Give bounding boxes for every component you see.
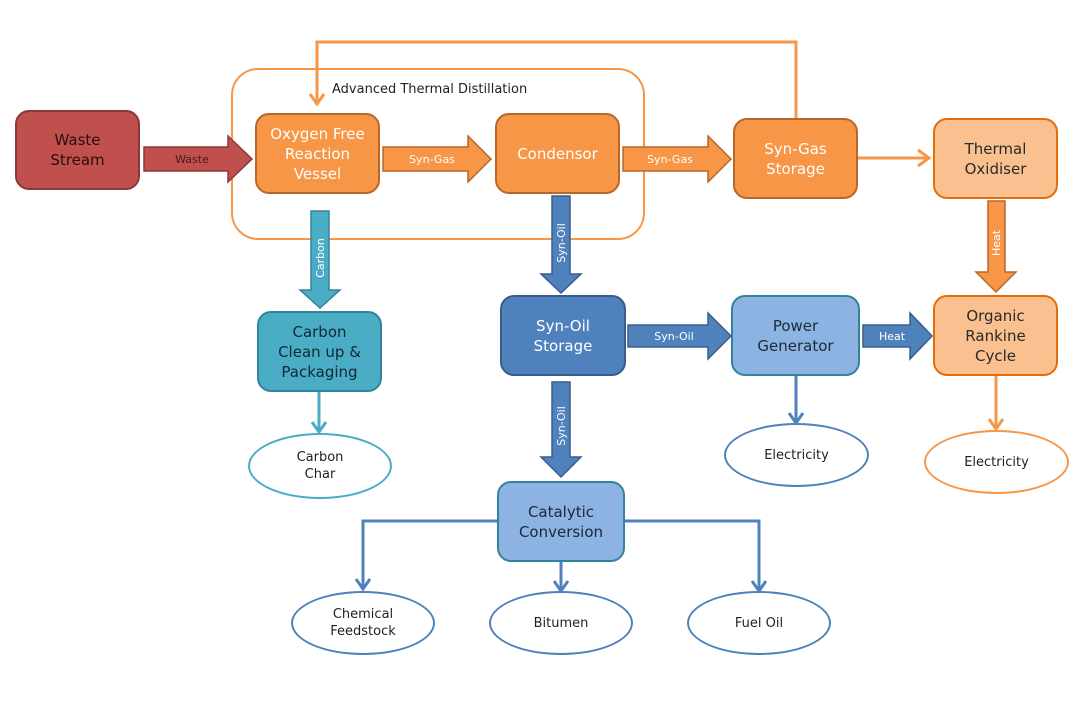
syngas-recycle-arrowhead bbox=[308, 93, 326, 107]
electricity-output-2[interactable]: Electricity bbox=[924, 430, 1069, 494]
syngas-storage-node[interactable]: Syn-Gas Storage bbox=[733, 118, 858, 199]
power-generator-node[interactable]: Power Generator bbox=[731, 295, 860, 376]
catalytic-to-fueloil-line bbox=[625, 519, 761, 590]
syngas-recycle-line bbox=[315, 40, 798, 118]
electricity-output-1[interactable]: Electricity bbox=[724, 423, 869, 487]
synoil-arrow-1-label: Syn-Oil bbox=[555, 223, 568, 263]
waste-stream-node[interactable]: Waste Stream bbox=[15, 110, 140, 190]
organic-rankine-cycle-node[interactable]: Organic Rankine Cycle bbox=[933, 295, 1058, 376]
catalytic-to-feedstock-line bbox=[361, 519, 497, 588]
waste-arrow bbox=[143, 134, 254, 184]
synoil-arrow-2 bbox=[627, 311, 733, 361]
synoil-storage-node[interactable]: Syn-Oil Storage bbox=[500, 295, 626, 376]
syngas-arrow-2-label: Syn-Gas bbox=[647, 153, 693, 166]
thermal-oxidiser-node[interactable]: Thermal Oxidiser bbox=[933, 118, 1058, 199]
synoil-arrow-1 bbox=[539, 195, 583, 295]
catalytic-to-feedstock-arrowhead bbox=[354, 578, 372, 592]
fuel-oil-output[interactable]: Fuel Oil bbox=[687, 591, 831, 655]
heat-arrow-2-label: Heat bbox=[990, 229, 1003, 256]
carbon-char-output[interactable]: Carbon Char bbox=[248, 433, 392, 499]
syngas-arrow-2 bbox=[622, 134, 733, 184]
chemical-feedstock-output[interactable]: Chemical Feedstock bbox=[291, 591, 435, 655]
carbon-arrow bbox=[298, 210, 342, 310]
carbon-cleanup-node[interactable]: Carbon Clean up & Packaging bbox=[257, 311, 382, 392]
group-label: Advanced Thermal Distillation bbox=[332, 82, 528, 97]
syngas-to-oxidiser-arrowhead bbox=[917, 148, 932, 168]
waste-arrow-label: Waste bbox=[175, 153, 209, 166]
cleanup-to-char-arrowhead bbox=[310, 421, 328, 435]
reaction-vessel-node[interactable]: Oxygen Free Reaction Vessel bbox=[255, 113, 380, 194]
synoil-arrow-2-label: Syn-Oil bbox=[654, 330, 694, 343]
condensor-node[interactable]: Condensor bbox=[495, 113, 620, 194]
heat-arrow-1 bbox=[862, 311, 934, 361]
heat-arrow-1-label: Heat bbox=[879, 330, 906, 343]
synoil-arrow-3-label: Syn-Oil bbox=[555, 406, 568, 446]
syngas-arrow-1-label: Syn-Gas bbox=[409, 153, 455, 166]
synoil-arrow-3 bbox=[539, 381, 583, 479]
bitumen-output[interactable]: Bitumen bbox=[489, 591, 633, 655]
catalytic-conversion-node[interactable]: Catalytic Conversion bbox=[497, 481, 625, 562]
heat-arrow-2 bbox=[974, 200, 1018, 294]
carbon-arrow-label: Carbon bbox=[314, 238, 327, 278]
orc-to-electricity-arrowhead bbox=[987, 418, 1005, 432]
syngas-arrow-1 bbox=[382, 134, 493, 184]
